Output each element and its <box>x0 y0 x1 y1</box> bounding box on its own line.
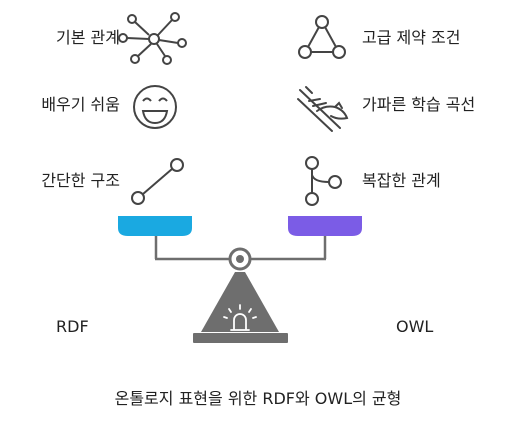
left-feature-label-3: 간단한 구조 <box>41 171 120 190</box>
right-feature-label-2: 가파른 학습 곡선 <box>362 95 476 114</box>
simple-line-icon <box>131 158 184 205</box>
right-feature-label-1: 고급 제약 조건 <box>362 28 461 47</box>
right-feature-label-3: 복잡한 관계 <box>362 171 441 190</box>
steep-slope-icon <box>297 86 349 132</box>
scale-stand <box>201 272 279 332</box>
rdf-label: RDF <box>56 317 89 336</box>
scale-base <box>193 333 288 343</box>
branch-icon <box>305 156 342 206</box>
left-feature-label-2: 배우기 쉬움 <box>41 95 120 114</box>
left-feature-label-1: 기본 관계 <box>56 28 120 47</box>
left-pan <box>118 216 192 236</box>
scale-beam <box>154 236 327 261</box>
smiley-icon <box>133 85 177 129</box>
scale-pivot <box>228 247 252 271</box>
network-hub-icon <box>118 12 187 65</box>
light-icon <box>223 304 257 331</box>
triangle-graph-icon <box>298 15 346 59</box>
diagram-caption: 온톨로지 표현을 위한 RDF와 OWL의 균형 <box>114 389 402 408</box>
owl-label: OWL <box>396 317 434 336</box>
right-pan <box>288 216 362 236</box>
